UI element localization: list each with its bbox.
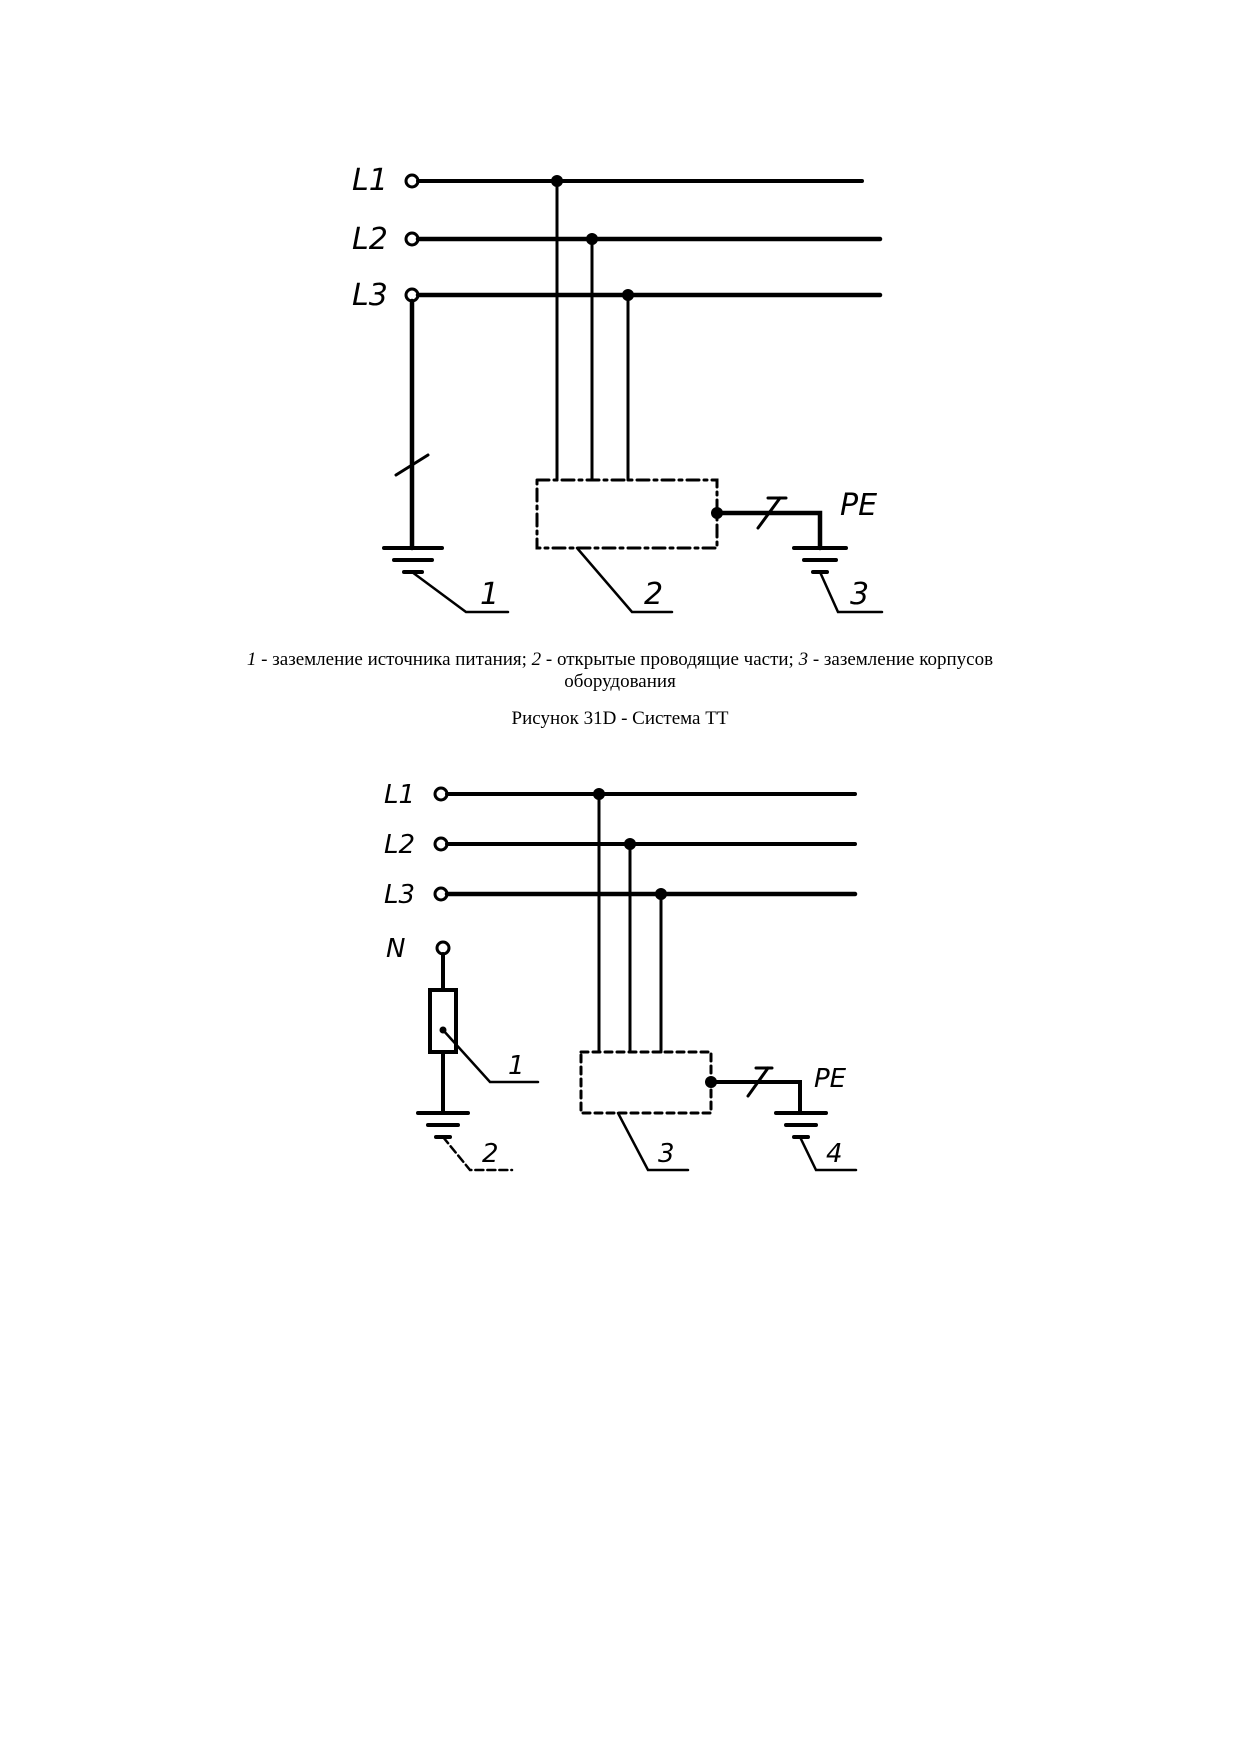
terminal-label-n: N bbox=[386, 934, 405, 964]
conductor-tick bbox=[394, 453, 430, 477]
terminal-label-l2: L2 bbox=[352, 222, 388, 257]
callout-2: 2 bbox=[482, 1139, 499, 1169]
callout-leader-1 bbox=[410, 570, 510, 614]
callout-1: 1 bbox=[508, 1051, 525, 1081]
earthing-impedance bbox=[428, 988, 458, 1054]
terminal-label-l3: L3 bbox=[352, 278, 388, 313]
figure-legend: 1 - заземление источника питания; 2 - от… bbox=[200, 649, 1040, 693]
figure-2-tt-system-with-n: L1 L2 L3 N 1 2 bbox=[384, 780, 858, 1172]
pe-conductor bbox=[714, 510, 823, 551]
callout-2: 2 bbox=[644, 577, 663, 612]
callout-leader-3 bbox=[616, 1111, 690, 1172]
callout-1: 1 bbox=[480, 577, 499, 612]
callout-leader-4 bbox=[798, 1135, 858, 1172]
pe-label: PE bbox=[814, 1064, 847, 1094]
equipment-box bbox=[579, 1050, 713, 1115]
pe-label: PE bbox=[840, 488, 877, 523]
earth-symbol bbox=[792, 546, 848, 574]
terminal-label-l3: L3 bbox=[384, 880, 415, 910]
callout-3: 3 bbox=[658, 1139, 675, 1169]
earth-symbol bbox=[382, 546, 444, 574]
conductor-tick bbox=[756, 496, 782, 530]
terminal-label-l1: L1 bbox=[384, 780, 415, 810]
pe-conductor bbox=[709, 1080, 802, 1115]
callout-leader-2 bbox=[441, 1135, 514, 1172]
callout-leader-3 bbox=[818, 570, 884, 614]
terminal-label-l2: L2 bbox=[384, 830, 415, 860]
figure-title: Рисунок 31D - Система ТТ bbox=[511, 708, 729, 729]
legend-text-3: - заземление корпусов оборудования bbox=[564, 649, 994, 692]
figure-1-tt-system: L1 L2 L3 1 2 bbox=[352, 163, 884, 614]
callout-leader-2 bbox=[575, 546, 674, 614]
callout-leader-1 bbox=[441, 1028, 540, 1084]
callout-3: 3 bbox=[850, 577, 869, 612]
legend-number-2: 2 bbox=[531, 649, 542, 670]
conductor-tick bbox=[746, 1066, 770, 1098]
legend-text-1: - заземление источника питания; bbox=[256, 649, 532, 670]
terminal-label-l1: L1 bbox=[352, 163, 388, 198]
earth-symbol bbox=[774, 1111, 828, 1139]
equipment-box bbox=[535, 478, 719, 550]
legend-number-1: 1 bbox=[246, 649, 257, 670]
callout-4: 4 bbox=[826, 1139, 843, 1169]
legend-text-2: - открытые проводящие части; bbox=[541, 649, 799, 670]
earth-symbol bbox=[416, 1111, 470, 1139]
legend-number-3: 3 bbox=[798, 649, 809, 670]
